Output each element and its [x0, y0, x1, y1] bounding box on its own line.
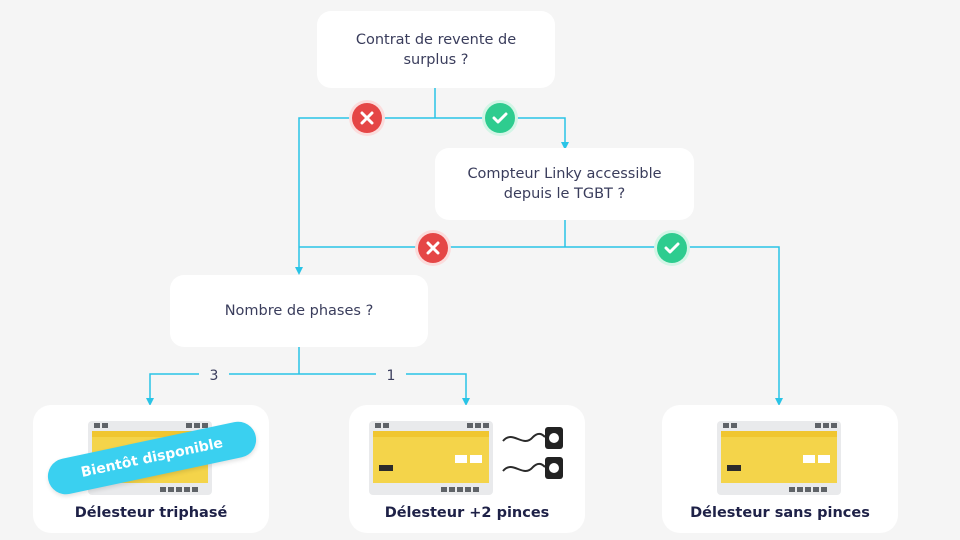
- card-delesteur-deux-pinces: Délesteur +2 pinces: [349, 405, 585, 533]
- question-phases-text: Nombre de phases ?: [224, 303, 374, 319]
- check-icon: [664, 242, 680, 254]
- no-badge-q2: [418, 233, 448, 263]
- x-icon: [360, 111, 374, 125]
- current-clamps-icon: [499, 423, 577, 489]
- check-icon: [492, 112, 508, 124]
- question-linky-text: Compteur Linky accessible depuis le TGBT…: [467, 166, 662, 202]
- card-delesteur-sans-pinces: Délesteur sans pinces: [662, 405, 898, 533]
- connector-q1-yes: [435, 117, 569, 150]
- branch-label-one: 1: [376, 365, 406, 387]
- connector-q3-three: [146, 373, 299, 406]
- connector-q1-no: [295, 117, 435, 275]
- card-title-sans-pinces: Délesteur sans pinces: [690, 505, 870, 521]
- yes-badge-q2: [657, 233, 687, 263]
- no-badge-q1: [352, 103, 382, 133]
- x-icon: [426, 241, 440, 255]
- connector-q2-yes: [565, 246, 783, 406]
- yes-badge-q1: [485, 103, 515, 133]
- card-title-deux-pinces: Délesteur +2 pinces: [384, 505, 550, 521]
- card-title-triphase: Délesteur triphasé: [74, 505, 228, 521]
- question-revente: Contrat de revente de surplus ?: [317, 11, 555, 88]
- question-revente-text: Contrat de revente de surplus ?: [355, 31, 517, 68]
- delesteur-device-icon: [369, 421, 493, 495]
- question-linky: Compteur Linky accessible depuis le TGBT…: [435, 148, 694, 220]
- branch-label-three: 3: [199, 365, 229, 387]
- connector-q3-one: [299, 373, 470, 406]
- delesteur-device-icon: [717, 421, 841, 495]
- question-phases: Nombre de phases ?: [170, 275, 428, 347]
